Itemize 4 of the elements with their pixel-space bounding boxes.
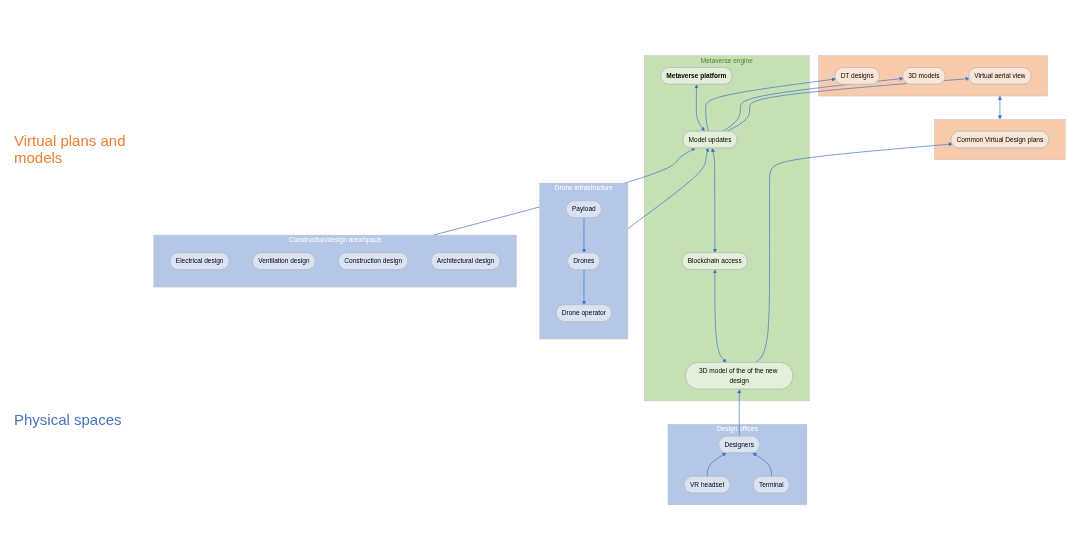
cluster bbox=[818, 55, 1048, 96]
cluster bbox=[934, 118, 1066, 160]
band-label: Physical spaces bbox=[13, 409, 123, 430]
band-label: Virtual plans and models bbox=[13, 131, 127, 169]
